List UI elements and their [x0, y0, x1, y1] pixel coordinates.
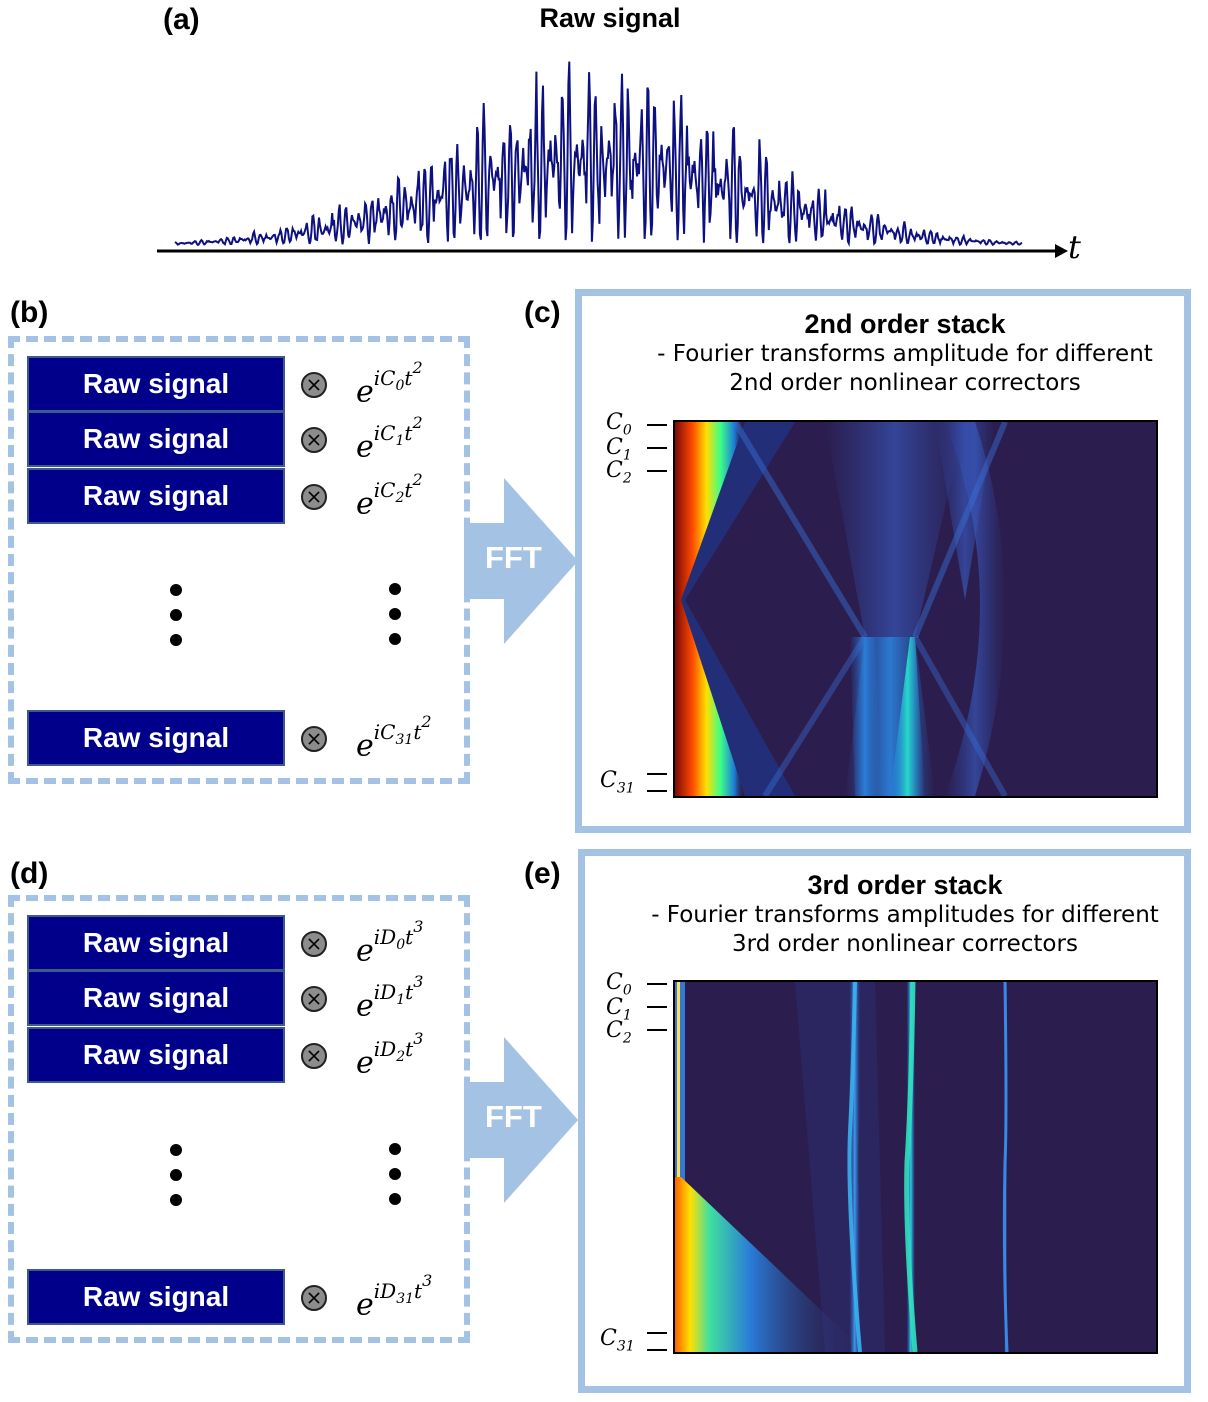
phase-factor-d2: eiD2t3	[356, 1029, 424, 1081]
third-order-heatmap-graphic	[675, 982, 1156, 1352]
y-tick	[647, 790, 667, 792]
multiply-icon	[301, 427, 327, 453]
ellipsis-dot	[389, 1143, 401, 1155]
time-axis-arrowhead	[1055, 244, 1068, 258]
y-label-c0: C0	[606, 410, 632, 439]
panel-label-d: (d)	[10, 857, 49, 890]
y-tick	[647, 1029, 667, 1031]
ellipsis-dot	[389, 1193, 401, 1205]
panel-label-b: (b)	[10, 296, 49, 329]
third-order-stack-subtitle-2: 3rd order nonlinear correctors	[732, 931, 1078, 957]
fft-label: FFT	[485, 1099, 542, 1134]
phase-factor-c31: eiC31t2	[356, 712, 432, 764]
y-label-e1: C1	[606, 995, 632, 1024]
multiply-icon	[301, 931, 327, 957]
phase-factor-d1: eiD1t3	[356, 972, 424, 1024]
phase-factor-d31: eiD31t3	[356, 1271, 433, 1323]
y-tick	[647, 773, 667, 775]
y-tick	[647, 983, 667, 985]
raw-signal-box-d1: Raw signal	[27, 970, 285, 1026]
second-order-stack-title: 2nd order stack	[804, 309, 1006, 339]
second-order-stack-subtitle-1: - Fourier transforms amplitude for diffe…	[657, 341, 1153, 367]
multiply-icon	[301, 1043, 327, 1069]
ellipsis-dot	[170, 1169, 182, 1181]
multiply-icon	[301, 726, 327, 752]
phase-factor-c1: eiC1t2	[356, 413, 423, 465]
multiply-icon	[301, 484, 327, 510]
y-label-e31: C31	[600, 1326, 635, 1355]
raw-signal-plot	[157, 61, 1068, 258]
y-tick	[647, 1349, 667, 1351]
raw-signal-box-d31: Raw signal	[27, 1269, 285, 1325]
y-tick	[647, 447, 667, 449]
ellipsis-dot	[170, 1144, 182, 1156]
panel-label-a: (a)	[163, 3, 200, 36]
ellipsis-dot	[170, 1194, 182, 1206]
third-order-stack-title: 3rd order stack	[807, 870, 1003, 900]
fft-arrow-icon	[464, 1037, 578, 1203]
ellipsis-dot	[389, 583, 401, 595]
raw-signal-box-d2: Raw signal	[27, 1027, 285, 1083]
phase-factor-c2: eiC2t2	[356, 470, 423, 522]
ellipsis-dot	[170, 634, 182, 646]
raw-signal-box-c31: Raw signal	[27, 710, 285, 766]
multiply-icon	[301, 986, 327, 1012]
ellipsis-dot	[389, 1168, 401, 1180]
y-tick	[647, 470, 667, 472]
y-label-e0: C0	[606, 970, 632, 999]
y-tick	[647, 1332, 667, 1334]
fft-arrow-icon	[464, 478, 578, 644]
y-tick	[647, 1006, 667, 1008]
raw-signal-box-c1: Raw signal	[27, 411, 285, 467]
y-label-c31: C31	[600, 768, 635, 797]
ellipsis-dot	[389, 633, 401, 645]
fft-label: FFT	[485, 540, 542, 575]
y-label-c1: C1	[606, 435, 632, 464]
second-order-heatmap-graphic	[675, 422, 1156, 796]
raw-signal-box-c2: Raw signal	[27, 468, 285, 524]
panel-label-e: (e)	[524, 857, 561, 890]
raw-signal-box-c0: Raw signal	[27, 356, 285, 412]
y-label-e2: C2	[606, 1018, 632, 1047]
ellipsis-dot	[170, 584, 182, 596]
multiply-icon	[301, 372, 327, 398]
time-axis-label: t	[1068, 228, 1081, 266]
y-tick	[647, 424, 667, 426]
third-order-heatmap	[673, 980, 1158, 1354]
phase-factor-d0: eiD0t3	[356, 917, 424, 969]
raw-signal-title: Raw signal	[539, 3, 681, 33]
ellipsis-dot	[170, 609, 182, 621]
ellipsis-dot	[389, 608, 401, 620]
y-label-c2: C2	[606, 458, 632, 487]
multiply-icon	[301, 1285, 327, 1311]
phase-factor-c0: eiC0t2	[356, 358, 423, 410]
signal-waveform	[174, 61, 1023, 248]
third-order-stack-subtitle-1: - Fourier transforms amplitudes for diff…	[651, 902, 1159, 928]
second-order-stack-subtitle-2: 2nd order nonlinear correctors	[729, 370, 1081, 396]
raw-signal-box-d0: Raw signal	[27, 915, 285, 971]
second-order-heatmap	[673, 420, 1158, 798]
panel-label-c: (c)	[524, 296, 561, 329]
